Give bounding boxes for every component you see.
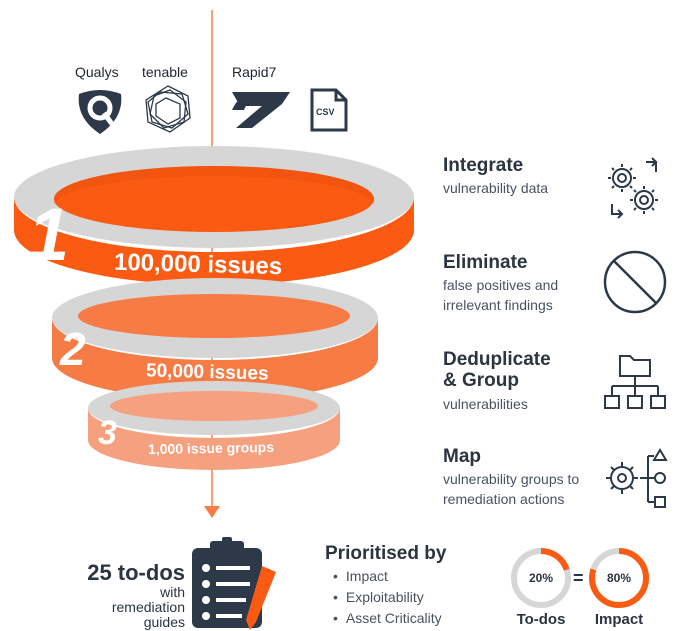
step-desc-deduplicate: vulnerabilities: [443, 396, 528, 412]
equals-sign: =: [573, 568, 584, 588]
todos-count: 25 to-dos: [87, 560, 185, 585]
funnel-ring-2: [52, 278, 378, 400]
step-desc-eliminate: false positives and irrelevant findings: [443, 277, 559, 313]
funnel-label-2: 50,000 issues: [145, 360, 269, 385]
step-desc-map: vulnerability groups to remediation acti…: [443, 471, 580, 507]
prohibited-icon: [603, 250, 667, 314]
vendor-label-rapid7: Rapid7: [232, 64, 277, 80]
impact-ring-label: Impact: [594, 611, 644, 628]
todos-progress-ring: [511, 548, 571, 608]
csv-badge-label: CSV: [316, 107, 335, 117]
prioritised-item: Exploitability: [333, 587, 442, 608]
step-title-deduplicate: Deduplicate & Group: [443, 349, 551, 391]
tenable-logo: [145, 85, 191, 133]
rapid7-logo: [232, 92, 290, 128]
gears-sync-icon: [608, 157, 658, 219]
funnel-number-2: 2: [60, 323, 86, 375]
vendor-label-qualys: Qualys: [75, 64, 119, 80]
funnel-ring-3: [88, 381, 340, 470]
prioritised-title: Prioritised by: [325, 543, 447, 564]
gear-shapes-icon: [606, 448, 668, 508]
funnel-label-1: 100,000 issues: [113, 248, 283, 281]
funnel-label-3: 1,000 issue groups: [147, 438, 275, 458]
todos-subtitle: with remediation guides: [111, 584, 185, 630]
flow-arrow: [204, 506, 220, 518]
prioritised-item: Asset Criticality: [333, 608, 442, 629]
funnel-number-3: 3: [98, 414, 117, 452]
todos-percent: 20%: [528, 571, 554, 585]
step-title-map: Map: [443, 446, 481, 467]
step-title-eliminate: Eliminate: [443, 252, 528, 273]
prioritised-list: Impact Exploitability Asset Criticality: [333, 566, 442, 629]
impact-progress-ring: [589, 548, 649, 608]
folder-hierarchy-icon: [604, 355, 666, 409]
step-title-integrate: Integrate: [443, 155, 524, 176]
clipboard-icon: [192, 537, 276, 630]
impact-percent: 80%: [606, 571, 632, 585]
vendor-label-tenable: tenable: [142, 64, 188, 80]
funnel-ring-1: [14, 146, 414, 285]
csv-file-icon: [310, 88, 348, 132]
todos-ring-label: To-dos: [516, 611, 566, 628]
step-desc-integrate: vulnerability data: [443, 180, 549, 196]
prioritised-item: Impact: [333, 566, 442, 587]
funnel-number-1: 1: [28, 193, 70, 276]
qualys-logo: [78, 90, 122, 134]
